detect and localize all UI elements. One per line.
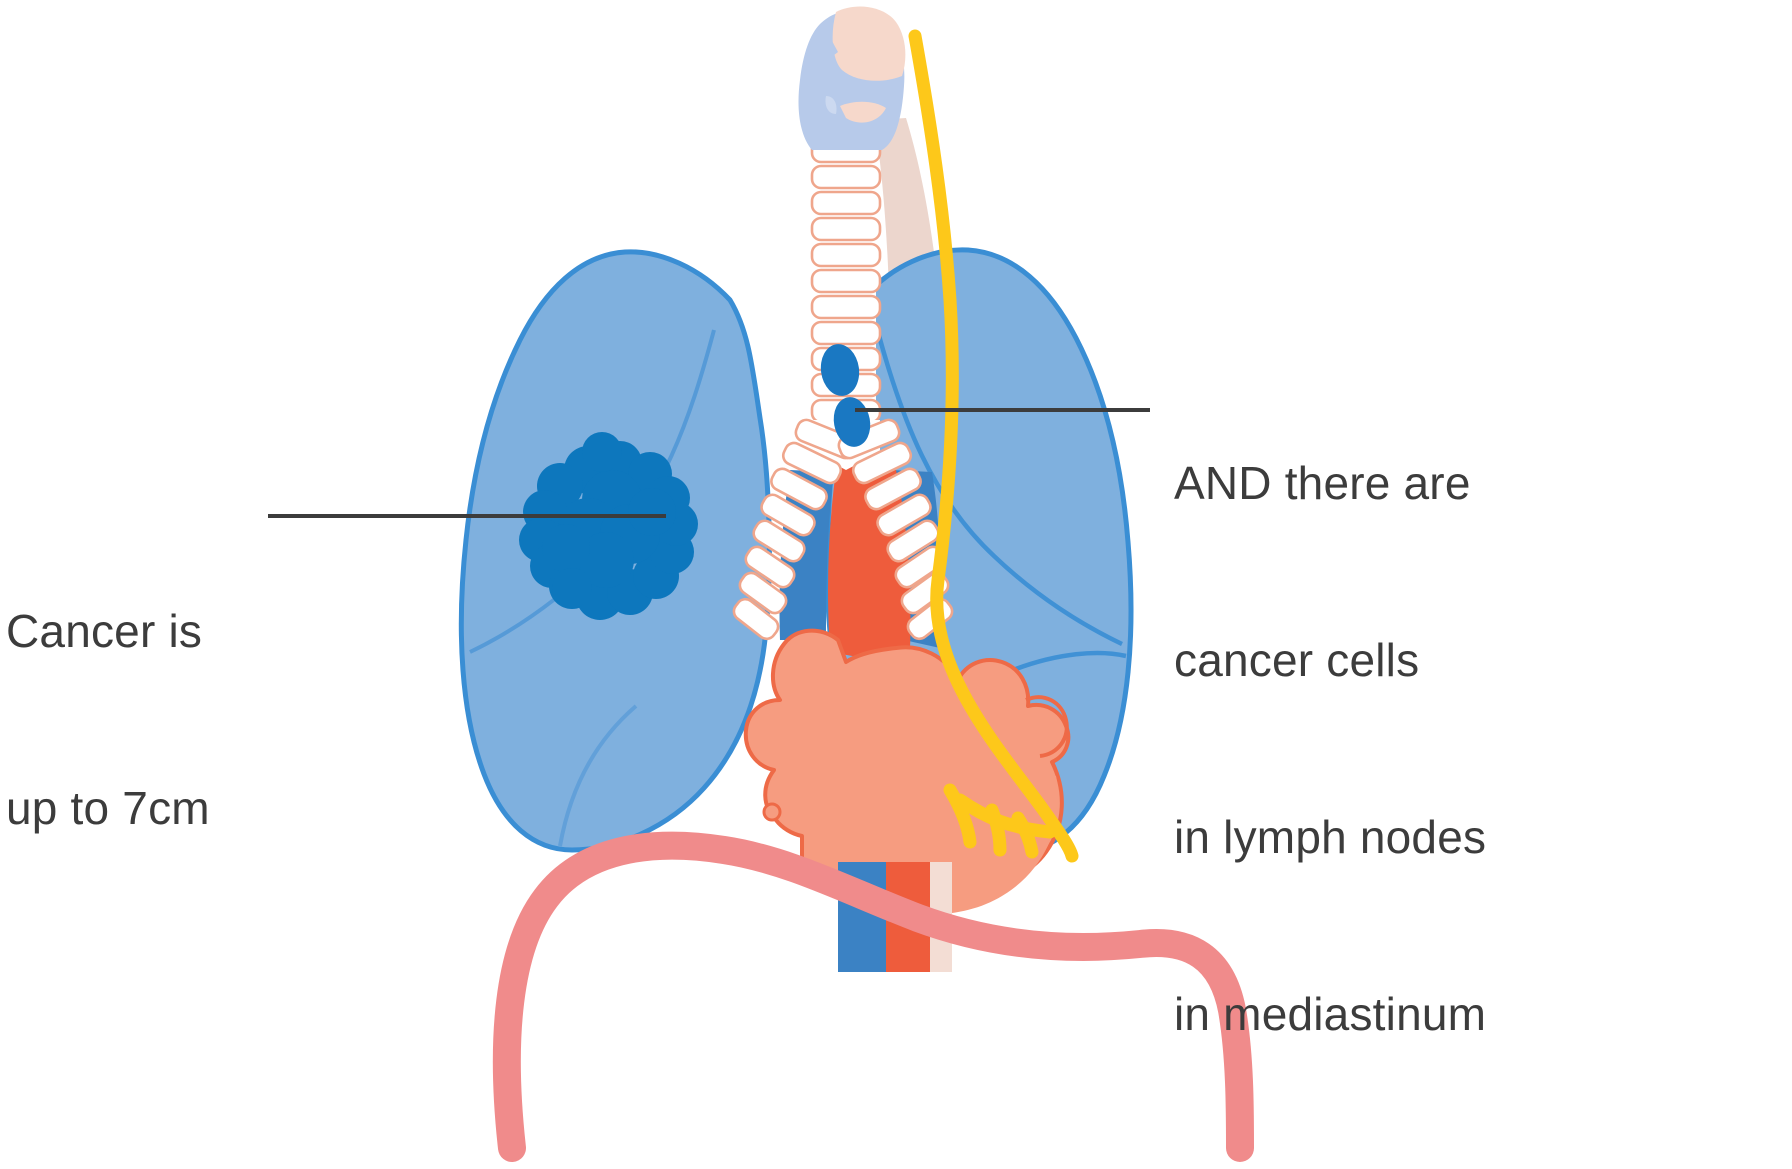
- cancer-size-line-1: Cancer is: [6, 605, 203, 657]
- lymph-node-line-1: AND there are: [1174, 457, 1471, 509]
- cancer-size-callout: Cancer is up to 7cm: [6, 484, 336, 956]
- lymph-node-line-3: in lymph nodes: [1174, 811, 1487, 863]
- vagus-nerve: [908, 29, 1079, 863]
- lymph-node-line-4: in mediastinum: [1174, 988, 1487, 1040]
- larynx: [798, 6, 906, 150]
- lymph-node-callout: AND there are cancer cells in lymph node…: [1174, 336, 1786, 1162]
- cancer-size-line-2: up to 7cm: [6, 782, 210, 834]
- leader-lines: [268, 408, 1150, 518]
- left-main-bronchus: [732, 418, 858, 641]
- trachea-cartilage-rings: [810, 138, 882, 424]
- tumour-mass: [519, 432, 698, 620]
- lymph-node-line-2: cancer cells: [1174, 634, 1420, 686]
- diaphragm: [492, 831, 1254, 1162]
